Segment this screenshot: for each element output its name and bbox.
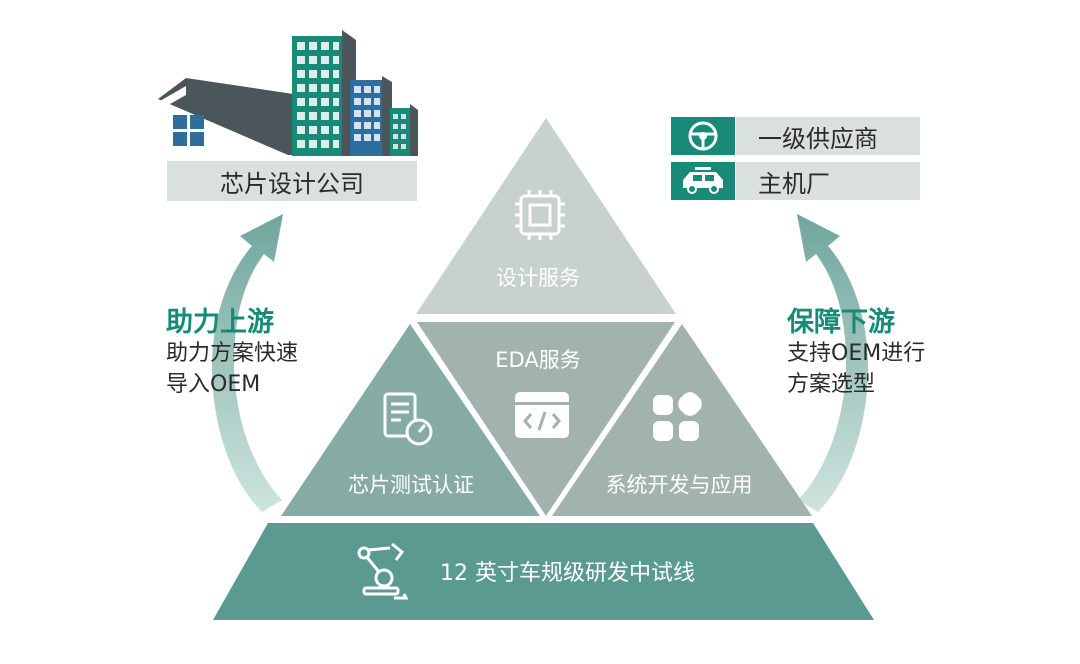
- pyramid-top-label: 设计服务: [496, 266, 580, 290]
- car-icon: [671, 162, 735, 200]
- pyramid-base-label: 12 英寸车规级研发中试线: [440, 561, 695, 586]
- left-desc-line1: 助力方案快速: [166, 341, 299, 366]
- chip-design-company-label: 芯片设计公司: [167, 161, 417, 201]
- tier1-supplier-bar: 一级供应商: [736, 117, 920, 155]
- pyramid-left-label: 芯片测试认证: [348, 473, 474, 497]
- right-title: 保障下游: [787, 307, 895, 338]
- pyramid-right-label: 系统开发与应用: [606, 473, 753, 497]
- oem-text: 主机厂: [758, 169, 830, 198]
- left-title: 助力上游: [166, 307, 274, 338]
- right-desc-line2: 方案选型: [787, 372, 876, 397]
- pyramid-center-label: EDA服务: [495, 348, 580, 372]
- robot-arm-icon: [357, 542, 409, 600]
- app-grid-icon: [653, 392, 702, 441]
- right-curved-arrow: [797, 214, 868, 512]
- building-icon: [158, 30, 418, 156]
- code-window-icon: [515, 392, 569, 438]
- pyramid-base: [213, 523, 874, 620]
- steering-wheel-icon: [671, 117, 735, 155]
- left-desc-line2: 导入OEM: [166, 372, 261, 397]
- report-gauge-icon: [383, 392, 433, 446]
- oem-bar: 主机厂: [736, 162, 920, 200]
- chip-design-company-text: 芯片设计公司: [220, 169, 364, 198]
- tier1-supplier-text: 一级供应商: [758, 124, 878, 153]
- left-curved-arrow: [212, 214, 283, 512]
- chip-icon: [515, 190, 565, 240]
- pyramid-left: [281, 324, 540, 516]
- right-desc: 支持OEM进行 方案选型: [787, 338, 925, 400]
- right-desc-line1: 支持OEM进行: [787, 341, 926, 366]
- pyramid-top: [416, 118, 676, 314]
- left-desc: 助力方案快速 导入OEM: [166, 338, 298, 400]
- pyramid-right: [552, 324, 812, 516]
